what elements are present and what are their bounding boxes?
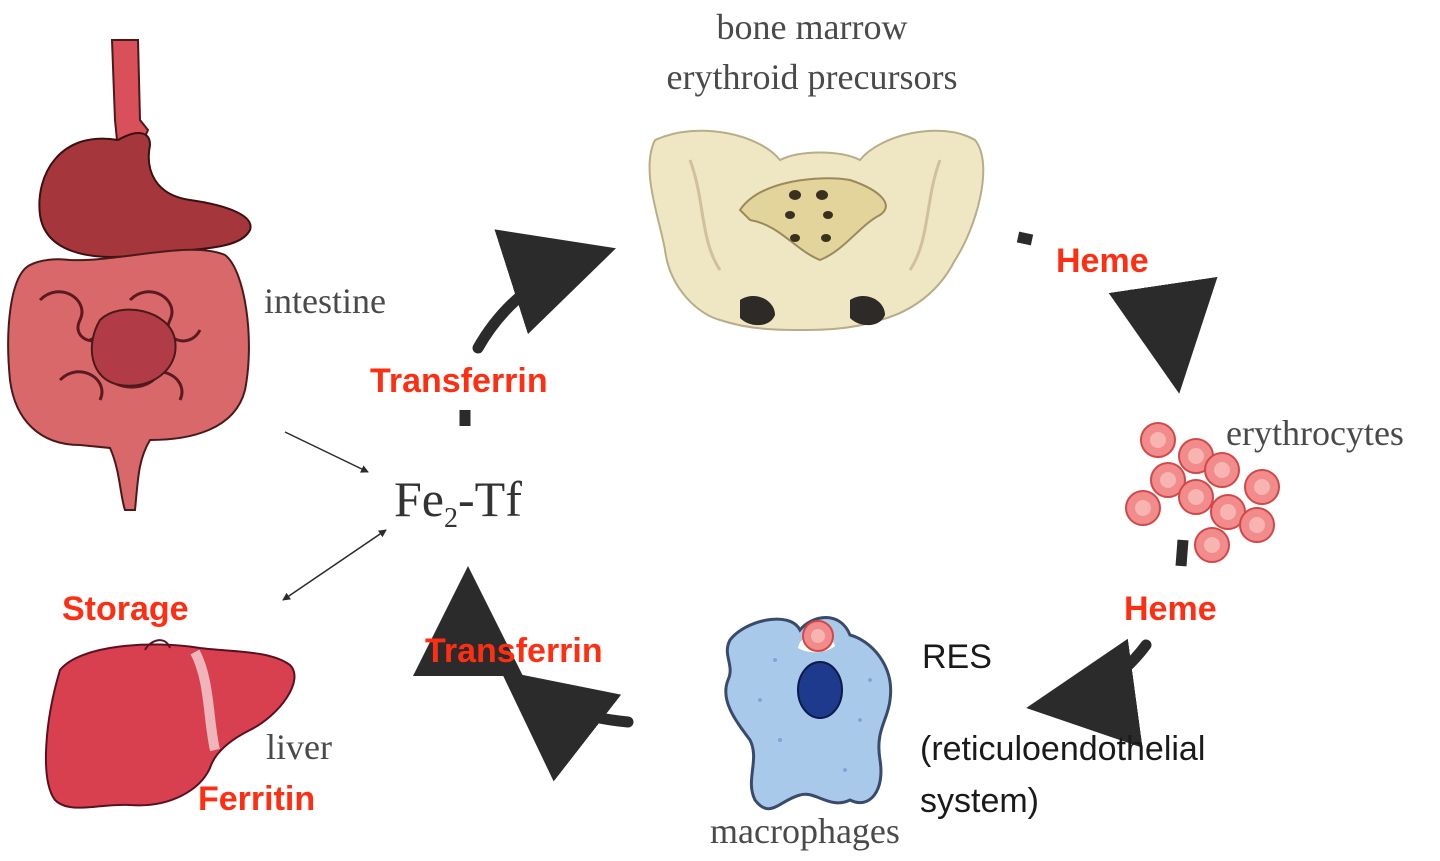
thin-arrows	[282, 431, 387, 601]
erythrocytes-label: erythrocytes	[1226, 413, 1404, 453]
heme-top-label: Heme	[1056, 242, 1149, 280]
ferritin-label: Ferritin	[198, 780, 316, 818]
macrophage-illustration	[724, 616, 893, 811]
macrophages-label: macrophages	[710, 811, 900, 851]
pelvis-bone-illustration	[648, 129, 985, 331]
system-label: system)	[920, 782, 1039, 820]
transferrin-bottom-label: Transferrin	[425, 632, 603, 670]
intestine-label: intestine	[264, 281, 386, 321]
erythrocytes-illustration	[1125, 422, 1280, 563]
erythroid-precursors-label: erythroid precursors	[666, 57, 958, 97]
fe2-tf-label: Fe2-Tf	[394, 470, 522, 535]
tf-text: -Tf	[458, 471, 522, 527]
fe-text: Fe	[394, 471, 444, 527]
reticuloendothelial-label: (reticuloendothelial	[920, 730, 1206, 768]
liver-label: liver	[266, 727, 332, 767]
transferrin-top-label: Transferrin	[370, 362, 548, 400]
storage-label: Storage	[62, 590, 189, 628]
digestive-tract-illustration	[7, 39, 252, 511]
bone-marrow-label: bone marrow	[716, 7, 908, 47]
res-label: RES	[922, 638, 992, 676]
heme-bottom-label: Heme	[1124, 590, 1217, 628]
cycle-arrows	[413, 229, 1218, 782]
fe-subscript: 2	[444, 503, 458, 534]
liver-illustration	[44, 639, 296, 809]
